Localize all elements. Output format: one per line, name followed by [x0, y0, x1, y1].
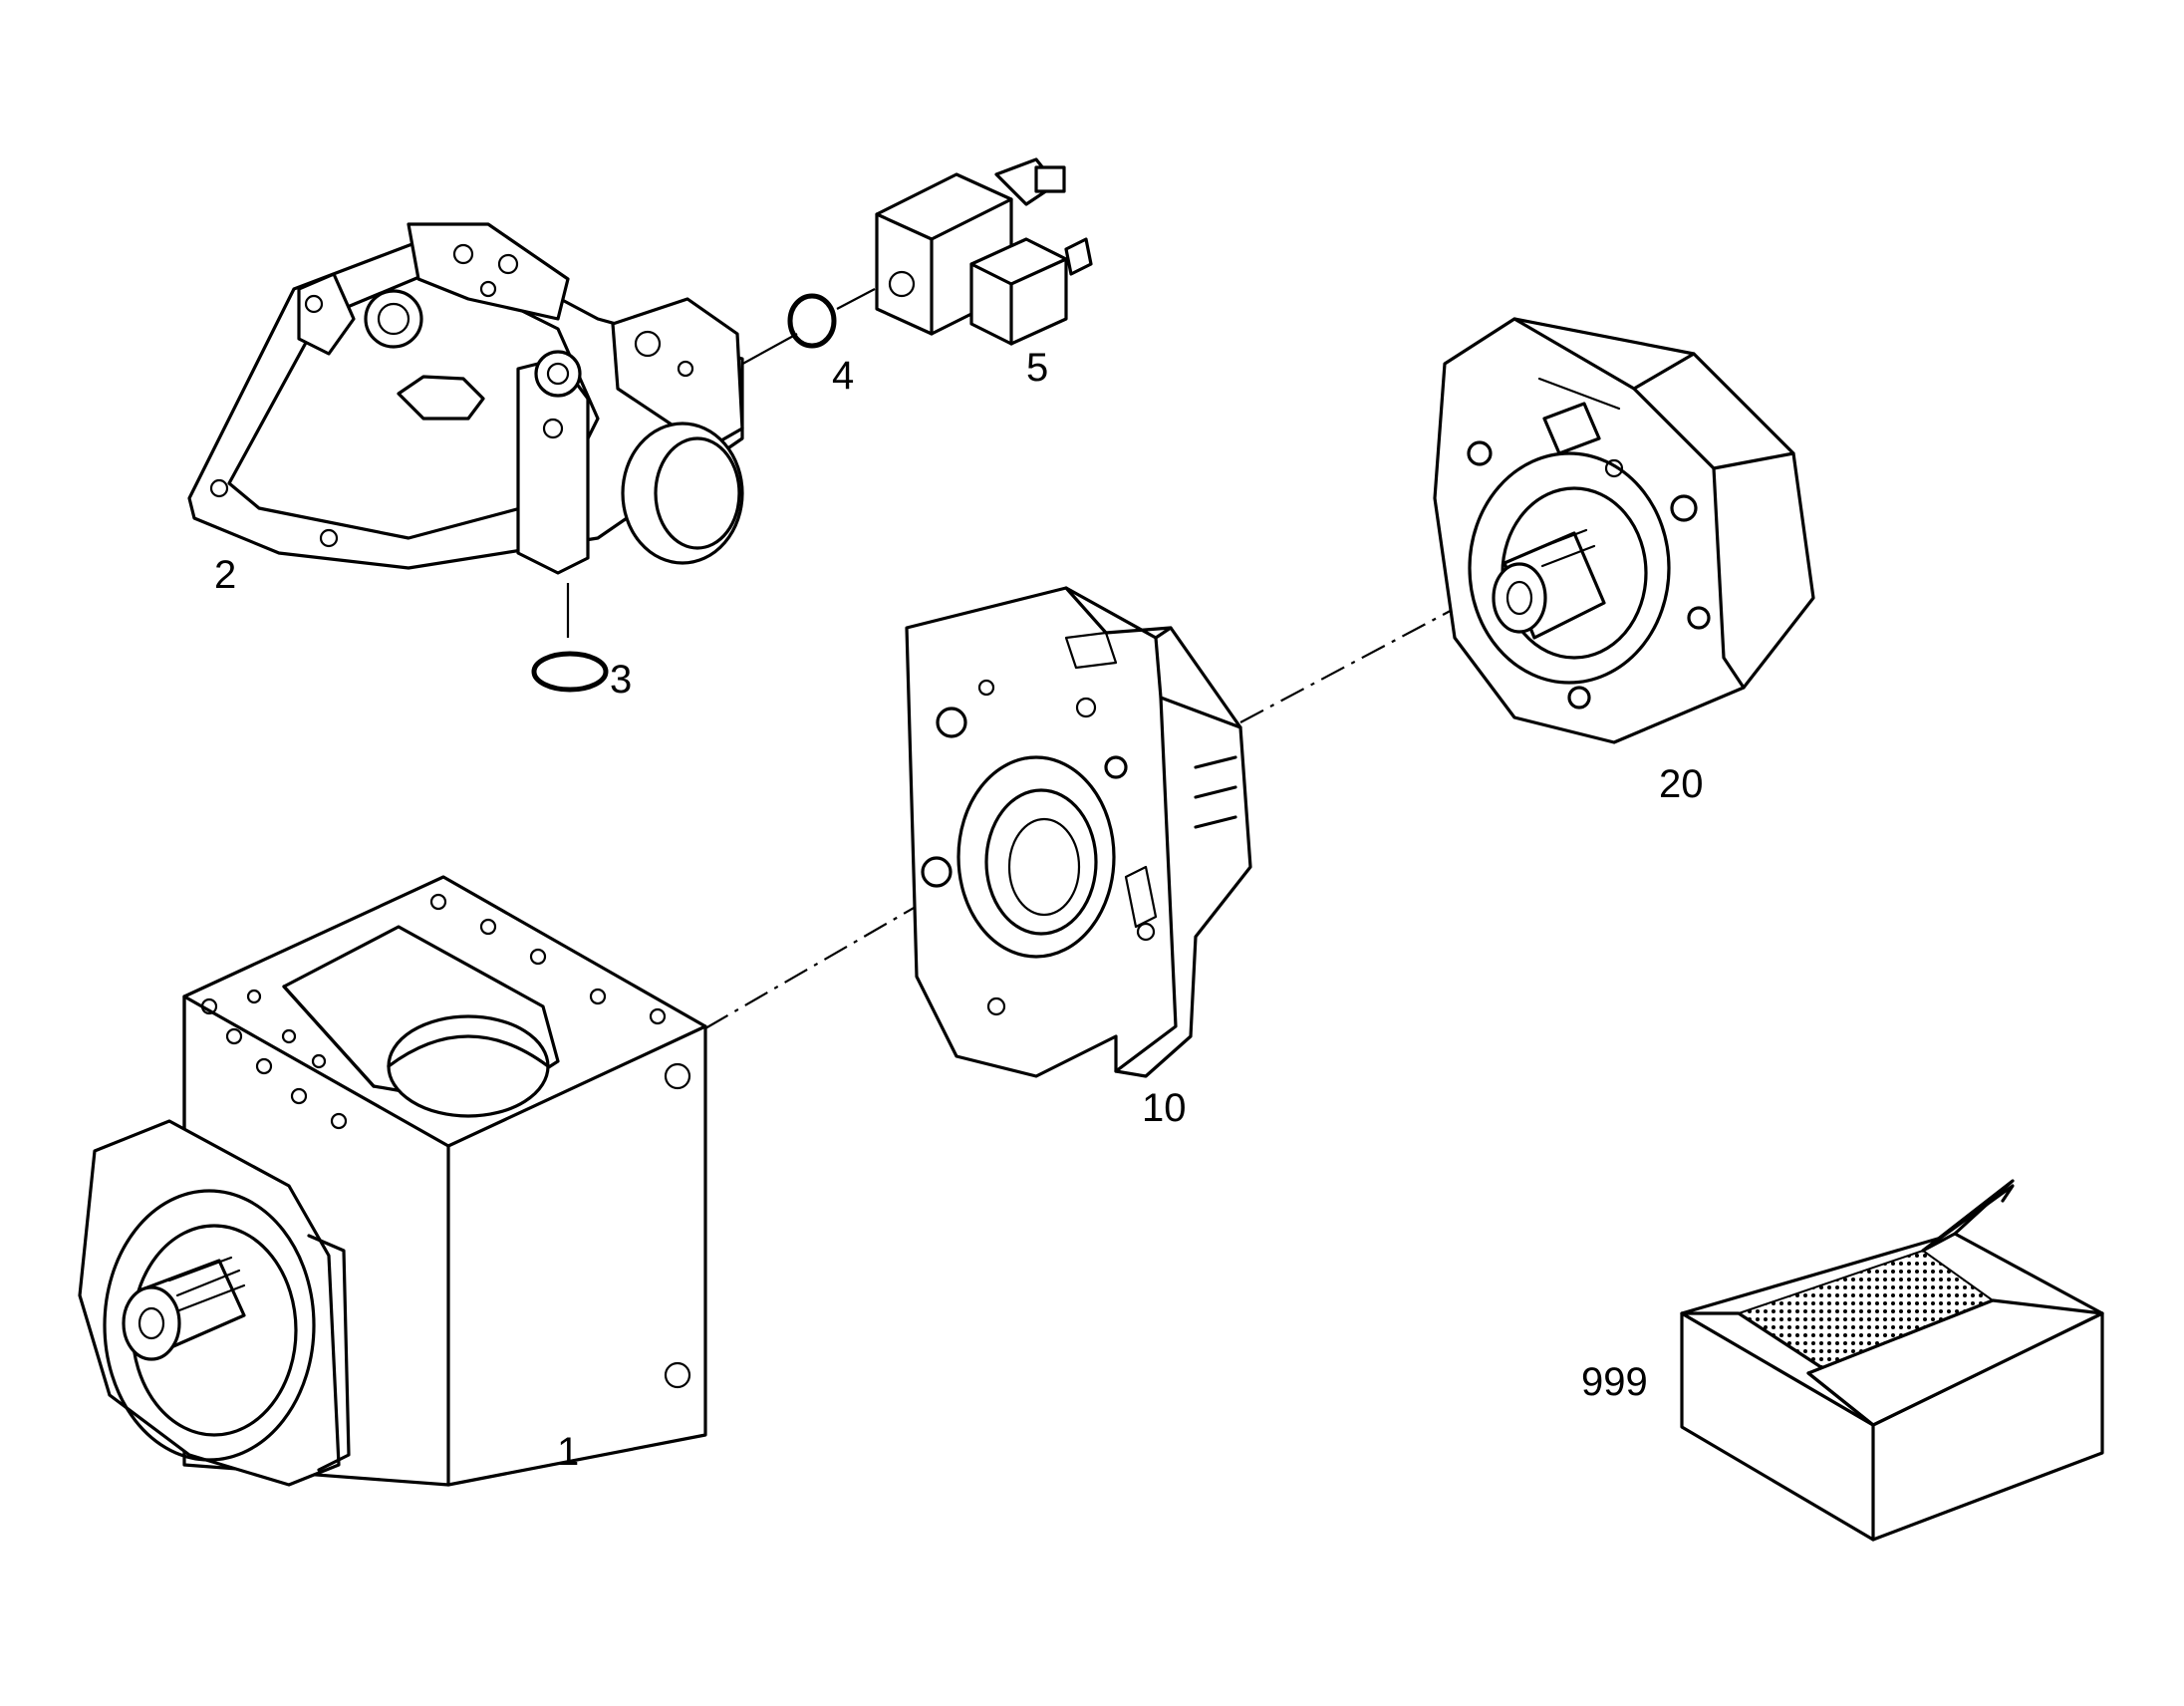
- callout-999: 999: [1581, 1360, 1648, 1404]
- callout-3: 3: [610, 658, 632, 702]
- seal-kit-box-part-999: [1680, 1179, 2104, 1542]
- callout-5: 5: [1026, 346, 1048, 390]
- drive-shaft-spline: [122, 1256, 246, 1361]
- assembly-center-lines: [566, 288, 1476, 1029]
- seal-ring-part-4: [787, 293, 837, 349]
- housing-bolt-holes: [200, 893, 691, 1130]
- end-plate-part-10: [905, 586, 1252, 1078]
- o-ring-part-3: [531, 651, 609, 693]
- callout-2: 2: [214, 553, 236, 597]
- control-cover-part-2: [187, 222, 744, 575]
- callout-20: 20: [1659, 762, 1704, 806]
- auxiliary-pump-part-20: [1433, 317, 1815, 744]
- callout-labels: 1 2 3 4 5 10 20 999: [214, 346, 1704, 1474]
- callout-1: 1: [557, 1430, 579, 1474]
- callout-4: 4: [832, 354, 854, 398]
- pump-housing-part-1: [78, 875, 707, 1487]
- solenoid-valve-part-5: [875, 157, 1093, 346]
- callout-10: 10: [1142, 1086, 1187, 1130]
